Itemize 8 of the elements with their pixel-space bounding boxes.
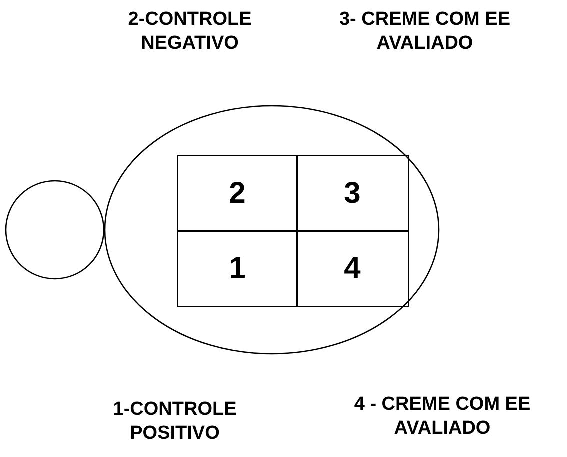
grid-cell: 1 [177, 230, 298, 307]
zone-label: 2-CONTROLE NEGATIVO [127, 8, 253, 56]
grid-cell: 2 [177, 155, 298, 232]
zone-label: 3- CREME COM EE AVALIADO [338, 8, 512, 56]
grid-cell: 3 [296, 155, 409, 232]
zone-label: 1-CONTROLE POSITIVO [112, 398, 238, 446]
zone-label: 4 - CREME COM EE AVALIADO [353, 393, 532, 441]
grid-cell: 4 [296, 230, 409, 307]
